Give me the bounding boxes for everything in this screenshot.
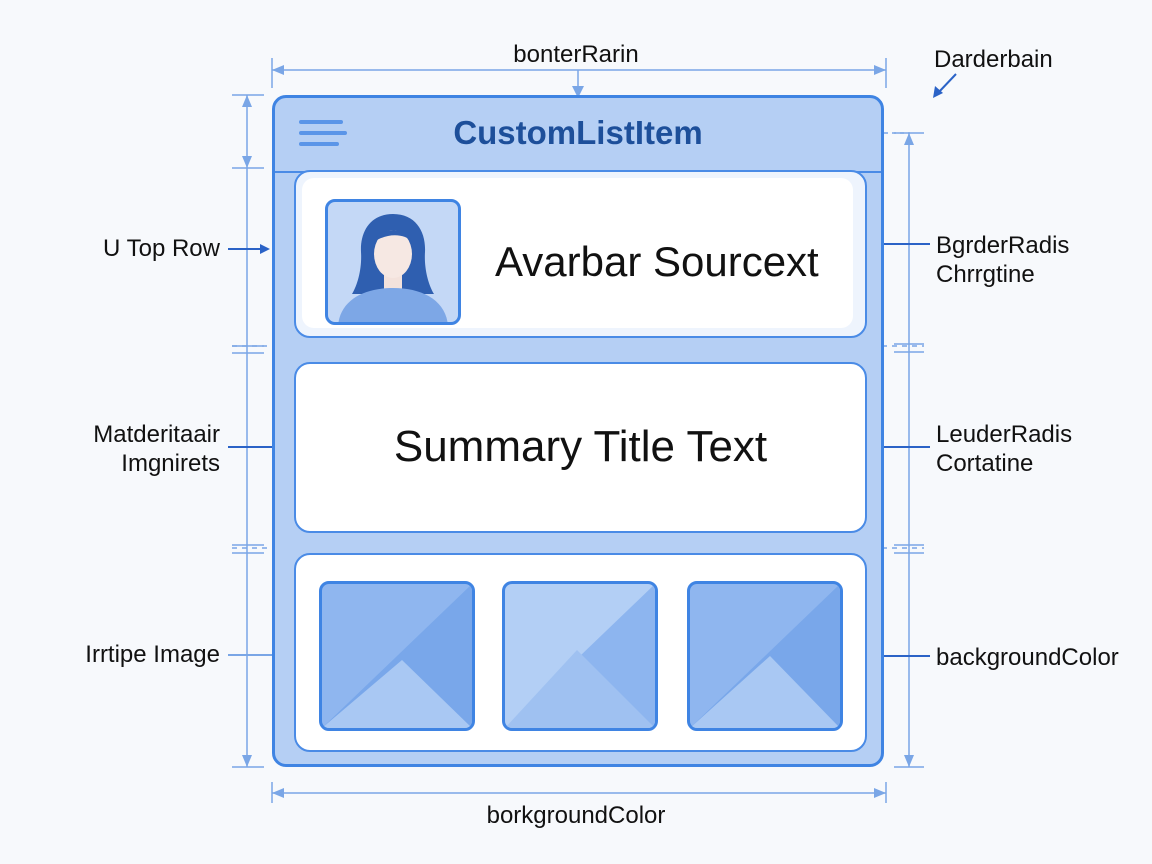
card-title: CustomListItem	[453, 114, 703, 151]
image-strip-section	[294, 553, 867, 752]
annotation-left-top-row: U Top Row	[103, 235, 220, 262]
image-placeholder-icon[interactable]	[502, 581, 658, 731]
card-header: CustomListItem	[275, 98, 881, 173]
annotation-top: bonterRarin	[513, 41, 639, 68]
annotation-left-middle-line1: Matderitaair	[93, 421, 220, 448]
top-row-section: Avarbar Sourcext	[294, 170, 867, 338]
annotation-right-middle-line1: LeuderRadis	[936, 421, 1073, 448]
annotation-left-bottom: Irrtipe Image	[85, 641, 220, 668]
annotation-left-middle-line2: Imgnirets	[121, 450, 220, 477]
menu-icon[interactable]	[299, 120, 347, 148]
image-placeholder-icon[interactable]	[687, 581, 843, 731]
summary-title: Summary Title Text	[393, 422, 768, 471]
image-placeholder-icon[interactable]	[319, 581, 475, 731]
annotation-bottom: borkgroundColor	[486, 802, 666, 829]
annotation-right-bottom: backgroundColor	[936, 644, 1119, 671]
annotation-top-right: Darderbain	[934, 46, 1053, 73]
annotation-right-top-line2: Chrrgtine	[936, 261, 1035, 288]
annotation-right-top-line1: BgrderRadis	[936, 232, 1070, 259]
summary-section: Summary Title Text	[294, 362, 867, 533]
custom-list-item-card[interactable]: CustomListItem Avarbar Sourcext Summary …	[272, 95, 884, 767]
avatar-icon	[325, 199, 461, 325]
annotation-right-middle-line2: Cortatine	[936, 450, 1034, 477]
avatar-source-text: Avarbar Sourcext	[495, 238, 819, 285]
